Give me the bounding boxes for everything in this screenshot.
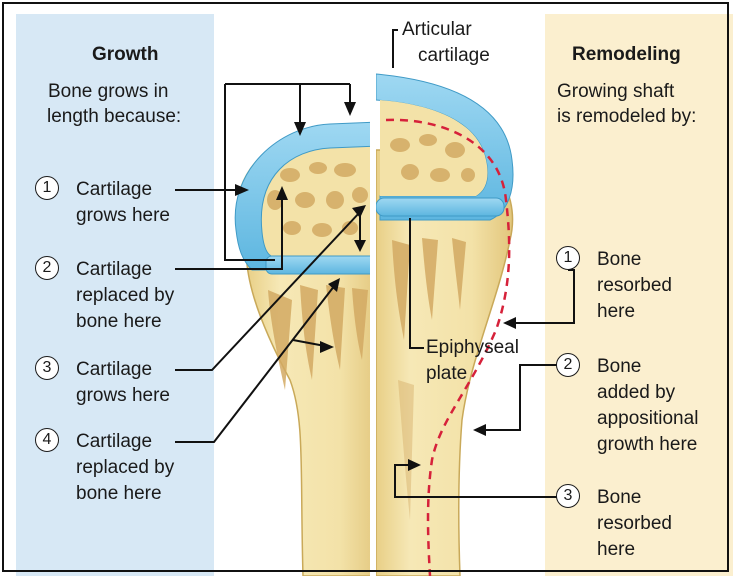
growth-intro-line2: length because: (47, 105, 181, 128)
growth-step-4-number: 4 (35, 428, 59, 452)
remodeling-intro-line1: Growing shaft (557, 80, 674, 103)
remodel-step-3-line2: resorbed (597, 512, 672, 535)
growth-heading: Growth (92, 43, 159, 66)
articular-label-line1: Articular (402, 18, 472, 41)
remodel-arrow-2 (482, 365, 565, 430)
articular-label-line2: cartilage (418, 44, 490, 67)
remodel-step-2-line3: appositional (597, 407, 698, 430)
left-epiphyseal-plate (266, 256, 380, 274)
remodel-step-3-number: 3 (556, 484, 580, 508)
remodel-step-1-line2: resorbed (597, 274, 672, 297)
right-epiphyseal-plate (376, 198, 504, 216)
growth-step-3-line1: Cartilage (76, 358, 152, 381)
growth-step-3-line2: grows here (76, 384, 170, 407)
growth-step-2-line2: replaced by (76, 284, 174, 307)
remodel-step-1-line3: here (597, 300, 635, 323)
remodel-step-2-line2: added by (597, 381, 675, 404)
growth-step-4-line2: replaced by (76, 456, 174, 479)
growth-step-4-line1: Cartilage (76, 430, 152, 453)
section-divider (370, 60, 376, 576)
remodel-step-2-line1: Bone (597, 355, 641, 378)
growth-step-2-line3: bone here (76, 310, 162, 333)
growth-step-1-line1: Cartilage (76, 178, 152, 201)
remodel-step-1-number: 1 (556, 246, 580, 270)
epiphyseal-label-line1: Epiphyseal (426, 336, 519, 359)
growth-step-4-line3: bone here (76, 482, 162, 505)
growth-step-2-number: 2 (35, 256, 59, 280)
remodeling-heading: Remodeling (572, 43, 681, 66)
growth-step-3-number: 3 (35, 356, 59, 380)
remodeling-intro-line2: is remodeled by: (557, 105, 696, 128)
growth-step-2-line1: Cartilage (76, 258, 152, 281)
remodel-arrow-1 (512, 270, 574, 323)
remodel-step-2-number: 2 (556, 353, 580, 377)
growth-intro-line1: Bone grows in (48, 80, 168, 103)
articular-leader (393, 30, 398, 68)
left-bone-half (235, 122, 380, 576)
remodel-step-3-line3: here (597, 538, 635, 561)
growth-step-1-line2: grows here (76, 204, 170, 227)
growth-step-1-number: 1 (35, 176, 59, 200)
right-bone-half (376, 74, 513, 576)
remodel-step-3-line1: Bone (597, 486, 641, 509)
epiphyseal-label-line2: plate (426, 362, 467, 385)
remodel-step-2-line4: growth here (597, 433, 697, 456)
remodel-step-1-line1: Bone (597, 248, 641, 271)
